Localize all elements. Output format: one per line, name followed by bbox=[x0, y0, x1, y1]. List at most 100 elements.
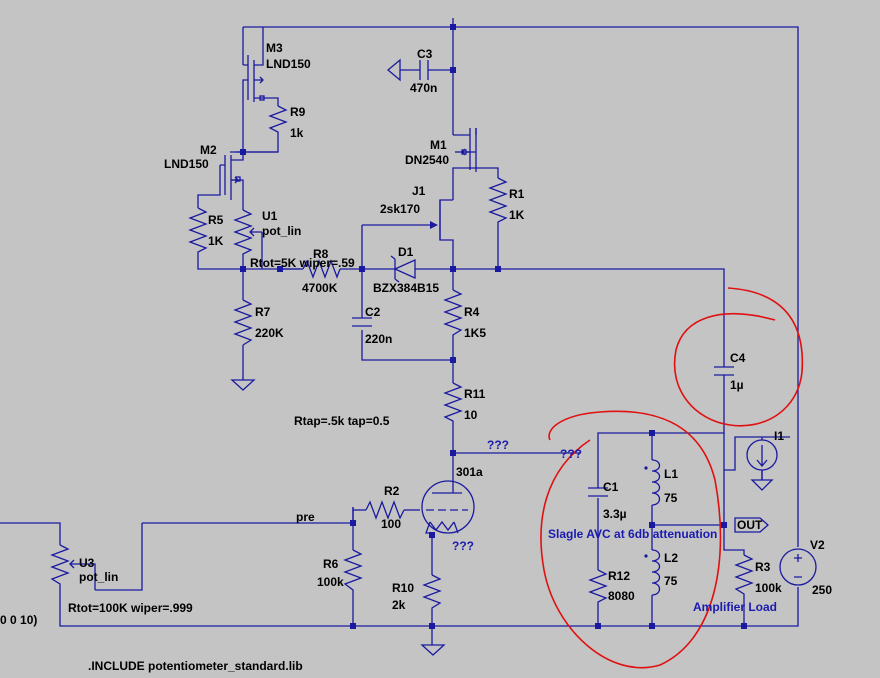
c3-symbol bbox=[419, 60, 429, 80]
u1-ref: U1 bbox=[262, 209, 278, 223]
out-label: OUT bbox=[737, 518, 763, 532]
include-directive: .INCLUDE potentiometer_standard.lib bbox=[88, 659, 303, 673]
r4-symbol bbox=[443, 289, 463, 340]
r2-symbol bbox=[365, 500, 405, 520]
r6-ref: R6 bbox=[323, 557, 339, 571]
r9-ref: R9 bbox=[290, 105, 306, 119]
c4-circle bbox=[673, 287, 804, 427]
l1-symbol bbox=[651, 459, 661, 506]
avc-annotation: Slagle AVC at 6db attenuation bbox=[548, 527, 717, 541]
r5-ref: R5 bbox=[208, 213, 224, 227]
c4-value: 1µ bbox=[730, 378, 744, 392]
jfet-j1 bbox=[430, 200, 441, 240]
r11-symbol bbox=[443, 382, 463, 425]
r1-ref: R1 bbox=[509, 187, 525, 201]
u3-params: Rtot=100K wiper=.999 bbox=[68, 601, 193, 615]
c2-ref: C2 bbox=[365, 305, 381, 319]
u3-ref: U3 bbox=[79, 556, 95, 570]
r12-ref: R12 bbox=[608, 569, 630, 583]
tube-301a bbox=[421, 480, 475, 534]
r3-value: 100k bbox=[755, 581, 782, 595]
tube-value: 301a bbox=[456, 465, 483, 479]
d1-value: BZX384B15 bbox=[373, 281, 439, 295]
m1-value: DN2540 bbox=[405, 153, 449, 167]
rtap-label: Rtap=.5k tap=0.5 bbox=[294, 414, 390, 428]
v2-ref: V2 bbox=[810, 538, 825, 552]
l1-ref: L1 bbox=[664, 467, 678, 481]
r6-symbol bbox=[343, 549, 363, 595]
avc-circle bbox=[540, 410, 722, 669]
net-label-q2: ??? bbox=[560, 447, 582, 461]
r6-value: 100k bbox=[317, 575, 344, 589]
r4-value: 1K5 bbox=[464, 326, 486, 340]
r9-value: 1k bbox=[290, 126, 304, 140]
m3-value: LND150 bbox=[266, 57, 311, 71]
r7-ref: R7 bbox=[255, 305, 271, 319]
j1-ref: J1 bbox=[412, 184, 426, 198]
j1-value: 2sk170 bbox=[380, 202, 420, 216]
mosfet-arrows bbox=[231, 76, 476, 184]
wires bbox=[0, 18, 799, 645]
m2-ref: M2 bbox=[200, 143, 217, 157]
u1-params: Rtot=5K wiper=.59 bbox=[250, 256, 355, 270]
r11-ref: R11 bbox=[464, 387, 486, 401]
l1-value: 75 bbox=[664, 491, 678, 505]
c3-ref: C3 bbox=[417, 47, 433, 61]
r8-value: 4700K bbox=[302, 281, 338, 295]
r7-value: 220K bbox=[255, 326, 284, 340]
r5-value: 1K bbox=[208, 234, 224, 248]
current-source-i1 bbox=[746, 437, 778, 480]
r3-ref: R3 bbox=[755, 560, 771, 574]
labels: M3 LND150 R9 1k M2 LND150 R5 1K U1 pot_l… bbox=[0, 41, 832, 673]
r11-value: 10 bbox=[464, 408, 478, 422]
pot-u3 bbox=[50, 544, 96, 590]
net-label-q3: ??? bbox=[452, 539, 474, 553]
r7-symbol bbox=[233, 299, 253, 346]
c4-symbol bbox=[714, 366, 734, 376]
capacitor-symbols bbox=[352, 60, 734, 497]
left-cut-text: 0 0 10) bbox=[0, 613, 37, 627]
r10-symbol bbox=[422, 574, 442, 610]
r8-symbol bbox=[302, 259, 341, 279]
r8-ref: R8 bbox=[313, 247, 329, 261]
r3-symbol bbox=[734, 554, 754, 600]
c1-value: 3.3µ bbox=[603, 507, 627, 521]
c4-ref: C4 bbox=[730, 351, 746, 365]
d1-ref: D1 bbox=[398, 245, 414, 259]
u3-value: pot_lin bbox=[79, 570, 118, 584]
load-annotation: Amplifier Load bbox=[693, 600, 777, 614]
r9-symbol bbox=[268, 105, 288, 136]
r4-ref: R4 bbox=[464, 305, 480, 319]
v2-value: 250 bbox=[812, 583, 832, 597]
l2-value: 75 bbox=[664, 574, 678, 588]
c3-value: 470n bbox=[410, 81, 437, 95]
ground-symbols bbox=[230, 58, 774, 656]
m2-value: LND150 bbox=[164, 157, 209, 171]
r2-value: 100 bbox=[381, 517, 401, 531]
junctions bbox=[240, 24, 747, 629]
l2-symbol bbox=[651, 549, 661, 596]
inductor-symbols bbox=[644, 459, 661, 596]
r5-symbol bbox=[188, 207, 208, 255]
c2-symbol bbox=[352, 317, 372, 327]
r10-ref: R10 bbox=[392, 581, 414, 595]
m1-ref: M1 bbox=[430, 138, 447, 152]
c1-ref: C1 bbox=[603, 480, 619, 494]
out-port bbox=[734, 517, 769, 533]
c2-value: 220n bbox=[365, 332, 392, 346]
diode-d1 bbox=[390, 255, 416, 283]
c1-symbol bbox=[588, 487, 608, 497]
r10-value: 2k bbox=[392, 598, 406, 612]
l2-ref: L2 bbox=[664, 551, 678, 565]
pot-u1 bbox=[233, 209, 263, 269]
net-label-pre: pre bbox=[296, 510, 315, 524]
u1-value: pot_lin bbox=[262, 224, 301, 238]
r1-value: 1K bbox=[509, 208, 525, 222]
i1-ref: I1 bbox=[774, 429, 784, 443]
r1-symbol bbox=[488, 177, 508, 228]
r12-value: 8080 bbox=[608, 589, 635, 603]
red-markup bbox=[540, 287, 804, 669]
r12-symbol bbox=[588, 569, 608, 605]
